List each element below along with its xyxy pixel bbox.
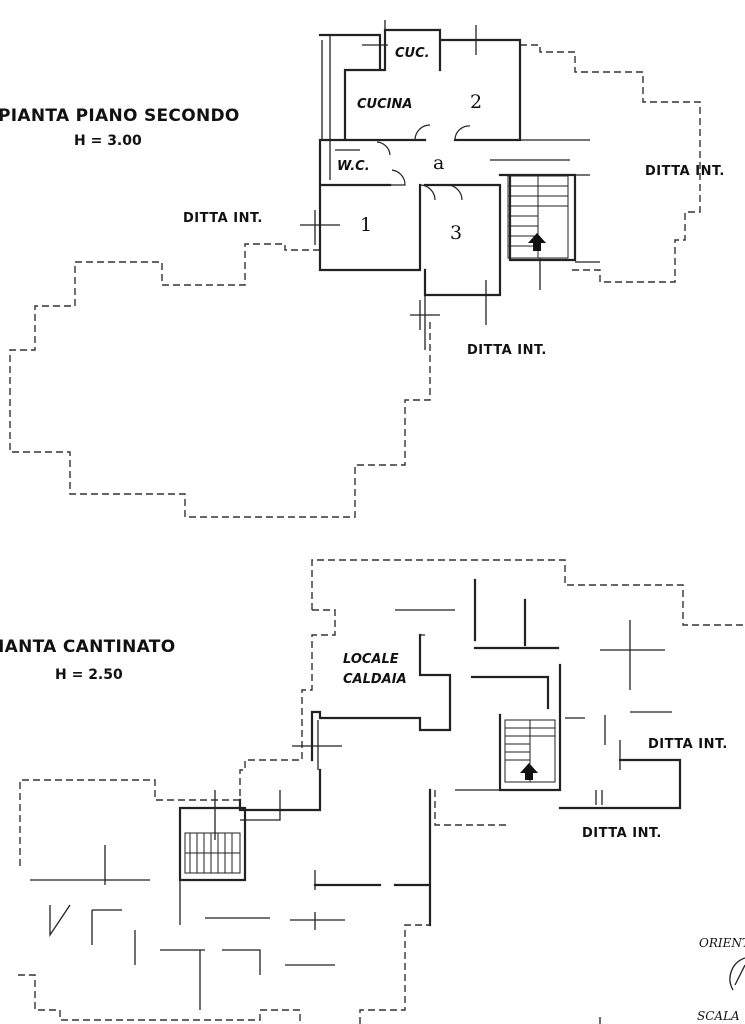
orientation-label: ORIENT [699, 936, 745, 950]
basement-ditta-label-south: DITTA INT. [582, 826, 662, 841]
basement-walls [178, 578, 682, 927]
ditta-label-east: DITTA INT. [645, 164, 725, 179]
ditta-label-west: DITTA INT. [183, 211, 263, 226]
second-floor-height: H = 3.00 [74, 133, 142, 149]
stair-arrow-icon [520, 763, 538, 780]
basement-ditta-label-east: DITTA INT. [648, 737, 728, 752]
ditta-label-south: DITTA INT. [467, 343, 547, 358]
room-2-label: 2 [470, 91, 482, 113]
locale-caldaia-line1: LOCALE [343, 652, 399, 667]
scale-label: SCALA [697, 1009, 740, 1023]
second-floor-thin-lines [300, 20, 600, 350]
basement-property-outline [18, 559, 745, 1024]
second-floor-title: PIANTA PIANO SECONDO [0, 106, 240, 126]
orientation-scale-corner: ORIENT SCALA [697, 936, 745, 1023]
room-1-label: 1 [360, 214, 372, 236]
second-floor-staircase [507, 175, 569, 259]
basement-staircase-right [504, 719, 556, 783]
room-a-label: a [433, 152, 444, 174]
stair-arrow-icon [528, 233, 546, 251]
basement-staircase-left [184, 832, 241, 874]
second-floor-doors [376, 124, 471, 201]
basement-title: IANTA CANTINATO [0, 637, 175, 657]
locale-caldaia-line2: CALDAIA [343, 672, 407, 687]
room-cucina-label: CUCINA [357, 97, 412, 112]
room-wc-label: W.C. [337, 159, 370, 174]
room-cuc-label: CUC. [395, 46, 430, 61]
basement-thin-lines [30, 609, 672, 1010]
basement-plan: IANTA CANTINATO H = 2.50 LOCALE CALDAIA … [0, 559, 745, 1024]
second-floor-property-outline [9, 44, 701, 518]
compass-icon [729, 957, 745, 991]
second-floor-plan: PIANTA PIANO SECONDO H = 3.00 CUC. CUCIN… [0, 20, 725, 518]
room-3-label: 3 [450, 222, 462, 244]
basement-height: H = 2.50 [55, 667, 123, 683]
